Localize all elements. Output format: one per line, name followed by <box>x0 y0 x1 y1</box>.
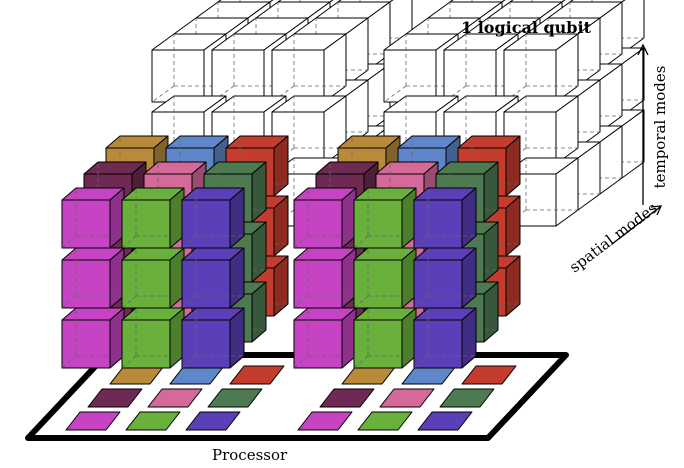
processor-tile <box>87 388 143 408</box>
hidden-edges <box>413 308 476 369</box>
cube-front <box>121 319 171 369</box>
cube-front <box>353 259 403 309</box>
processor-tile <box>297 411 353 431</box>
cube-front <box>413 199 463 249</box>
cube-front <box>121 199 171 249</box>
hidden-edges <box>181 248 244 309</box>
qubit-cube <box>353 247 417 309</box>
hidden-edges <box>353 188 416 249</box>
processor-tile <box>185 411 241 431</box>
processor-tile <box>229 365 285 385</box>
hidden-edges <box>121 248 184 309</box>
processor-tile <box>417 411 473 431</box>
qubit-cube <box>181 307 245 369</box>
spatial-axis-arrow-icon <box>650 205 663 216</box>
temporal-axis-arrow-icon <box>637 43 649 56</box>
qubit-cube <box>121 187 185 249</box>
cube-front <box>413 319 463 369</box>
cube-front <box>271 49 325 103</box>
qubit-cube <box>121 247 185 309</box>
hidden-edges <box>181 308 244 369</box>
cube-front <box>61 319 111 369</box>
cube-front <box>61 199 111 249</box>
hidden-edges <box>61 248 124 309</box>
cube-front <box>383 49 437 103</box>
white-cube <box>271 33 347 103</box>
hidden-edges <box>413 188 476 249</box>
processor-tile <box>125 411 181 431</box>
hidden-edges <box>353 248 416 309</box>
qubit-cube <box>413 307 477 369</box>
logical-qubit-title: 1 logical qubit <box>461 18 591 37</box>
cube-front <box>353 199 403 249</box>
processor-tile <box>319 388 375 408</box>
qubit-cube <box>293 247 357 309</box>
white-cube <box>503 33 579 103</box>
processor-tile <box>461 365 517 385</box>
processor-board <box>25 352 569 441</box>
hidden-edges <box>181 188 244 249</box>
cube-front <box>293 259 343 309</box>
qubit-cube <box>61 247 125 309</box>
cube-front <box>503 49 557 103</box>
mode-axes <box>611 43 663 245</box>
processor-tile <box>357 411 413 431</box>
qubit-cube <box>353 187 417 249</box>
cube-front <box>293 319 343 369</box>
hidden-edges <box>293 248 356 309</box>
qubit-cube <box>413 247 477 309</box>
cube-front <box>443 49 497 103</box>
cube-side <box>621 0 645 55</box>
qubit-cube <box>181 187 245 249</box>
processor-tile <box>65 411 121 431</box>
qubit-cube <box>121 307 185 369</box>
cube-front <box>181 319 231 369</box>
hidden-edges <box>413 248 476 309</box>
qubit-cube <box>353 307 417 369</box>
cube-front <box>353 319 403 369</box>
qubit-cube <box>61 187 125 249</box>
cube-front <box>121 259 171 309</box>
hidden-edges <box>121 188 184 249</box>
processor-tile <box>147 388 203 408</box>
qubit-cube <box>181 247 245 309</box>
cube-front <box>181 259 231 309</box>
qubit-cube <box>293 187 357 249</box>
hidden-edges <box>353 308 416 369</box>
cube-front <box>181 199 231 249</box>
processor-tile <box>379 388 435 408</box>
processor-label: Processor <box>212 446 288 464</box>
hidden-edges <box>121 308 184 369</box>
hidden-edges <box>293 308 356 369</box>
spatial-axis-line <box>611 206 661 245</box>
active-qubit-cubes <box>61 135 521 369</box>
processor-tile <box>207 388 263 408</box>
processor-tile <box>439 388 495 408</box>
temporal-modes-label: temporal modes <box>651 65 669 189</box>
cube-front <box>211 49 265 103</box>
qubit-cube <box>413 187 477 249</box>
cube-front <box>413 259 463 309</box>
hidden-edges <box>61 188 124 249</box>
hidden-edges <box>61 308 124 369</box>
cube-front <box>293 199 343 249</box>
cube-front <box>61 259 111 309</box>
cube-front <box>151 49 205 103</box>
hidden-edges <box>293 188 356 249</box>
qubit-cube <box>293 307 357 369</box>
qubit-cube <box>61 307 125 369</box>
